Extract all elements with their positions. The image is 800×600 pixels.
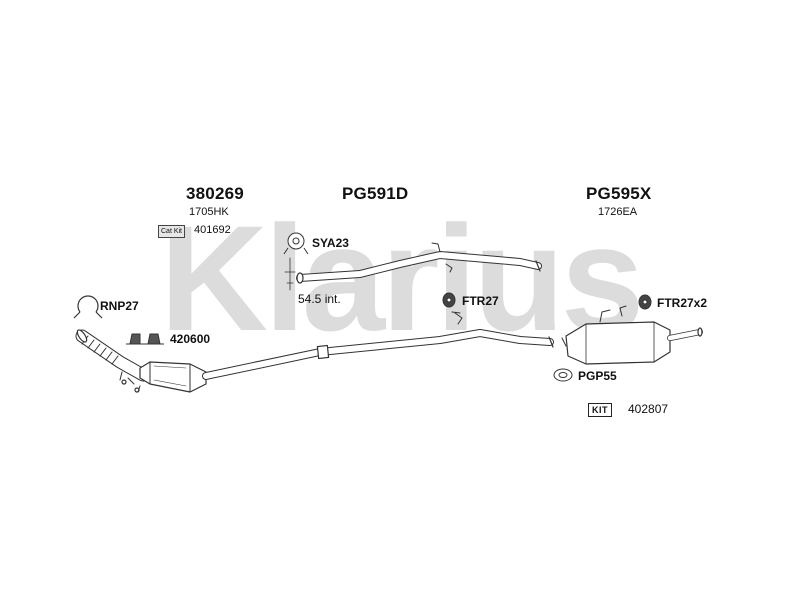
kit-number: 402807	[628, 402, 669, 416]
catalytic-converter	[119, 361, 207, 393]
rnp27-label: RNP27	[100, 299, 139, 313]
ftr27-label: FTR27	[462, 294, 499, 308]
kit-badge: KIT	[588, 403, 612, 417]
rnp27-icon	[73, 295, 103, 319]
ftr27x2-icon	[638, 294, 652, 310]
ftr27x2-label: FTR27x2	[657, 296, 708, 310]
watermark-text: Klarius	[160, 194, 641, 362]
centre-pipe	[202, 311, 554, 380]
catkit-number: 401692	[194, 224, 231, 236]
420600-icon	[126, 333, 164, 345]
dimension-label: 54.5 int.	[298, 292, 341, 306]
front-section-ref: 1705HK	[189, 206, 229, 218]
pgp55-icon	[553, 368, 573, 382]
intermediate-pipe	[296, 242, 542, 284]
middle-section-code: PG591D	[342, 184, 409, 203]
pgp55-label: PGP55	[578, 369, 617, 383]
dimension-marker	[284, 257, 296, 291]
sya23-icon	[283, 232, 309, 255]
front-flexi-pipe	[75, 329, 150, 382]
420600-label: 420600	[170, 332, 211, 346]
ftr27-icon	[442, 292, 456, 308]
catkit-badge: Cat Kit	[158, 225, 186, 238]
rear-silencer	[561, 305, 703, 365]
rear-section-ref: 1726EA	[598, 206, 638, 218]
sya23-label: SYA23	[312, 236, 349, 250]
front-section-code: 380269	[186, 184, 244, 203]
rear-section-code: PG595X	[586, 184, 652, 203]
